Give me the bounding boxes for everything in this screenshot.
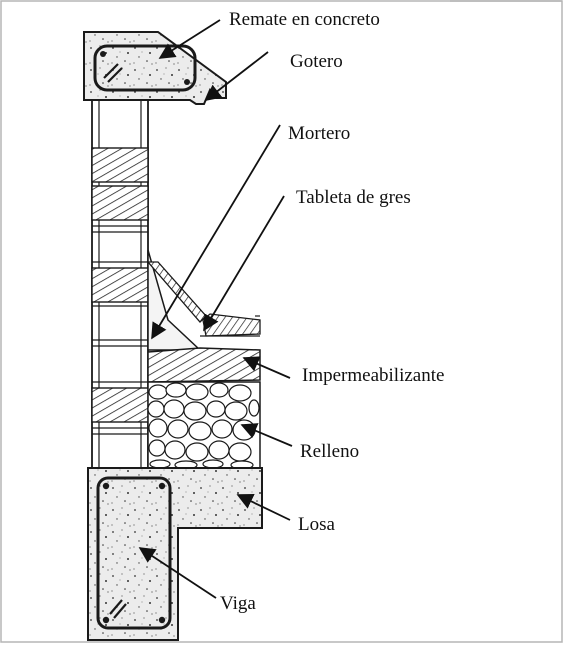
masonry-wall: [91, 99, 149, 473]
label-mortero: Mortero: [288, 123, 351, 144]
label-losa: Losa: [298, 514, 335, 535]
stone-fill: [147, 381, 261, 470]
arrow-impermeabilizante: [242, 356, 291, 379]
brick: [91, 387, 149, 423]
arrow-tableta: [203, 195, 285, 332]
label-remate: Remate en concreto: [229, 9, 380, 30]
waterproofing-layer: [147, 347, 261, 383]
brick: [91, 267, 149, 303]
arrow-viga: [138, 547, 217, 599]
brick: [91, 185, 149, 221]
label-relleno: Relleno: [300, 441, 360, 462]
leader-arrows: [138, 19, 293, 599]
arrow-mortero: [151, 124, 281, 340]
arrow-relleno: [240, 423, 293, 447]
arrow-remate: [158, 19, 221, 59]
label-gotero: Gotero: [290, 51, 343, 72]
coping-rebar-loop: [93, 44, 197, 92]
arrow-gotero: [204, 51, 269, 101]
label-tableta: Tableta de gres: [296, 187, 411, 208]
brick: [91, 147, 149, 183]
label-impermeabilizante: Impermeabilizante: [302, 365, 445, 386]
concrete-coping: [83, 31, 227, 105]
label-viga: Viga: [220, 593, 256, 614]
beam-rebar-cage: [96, 476, 172, 630]
arrow-losa: [236, 494, 291, 521]
slab-and-beam: [87, 467, 263, 641]
